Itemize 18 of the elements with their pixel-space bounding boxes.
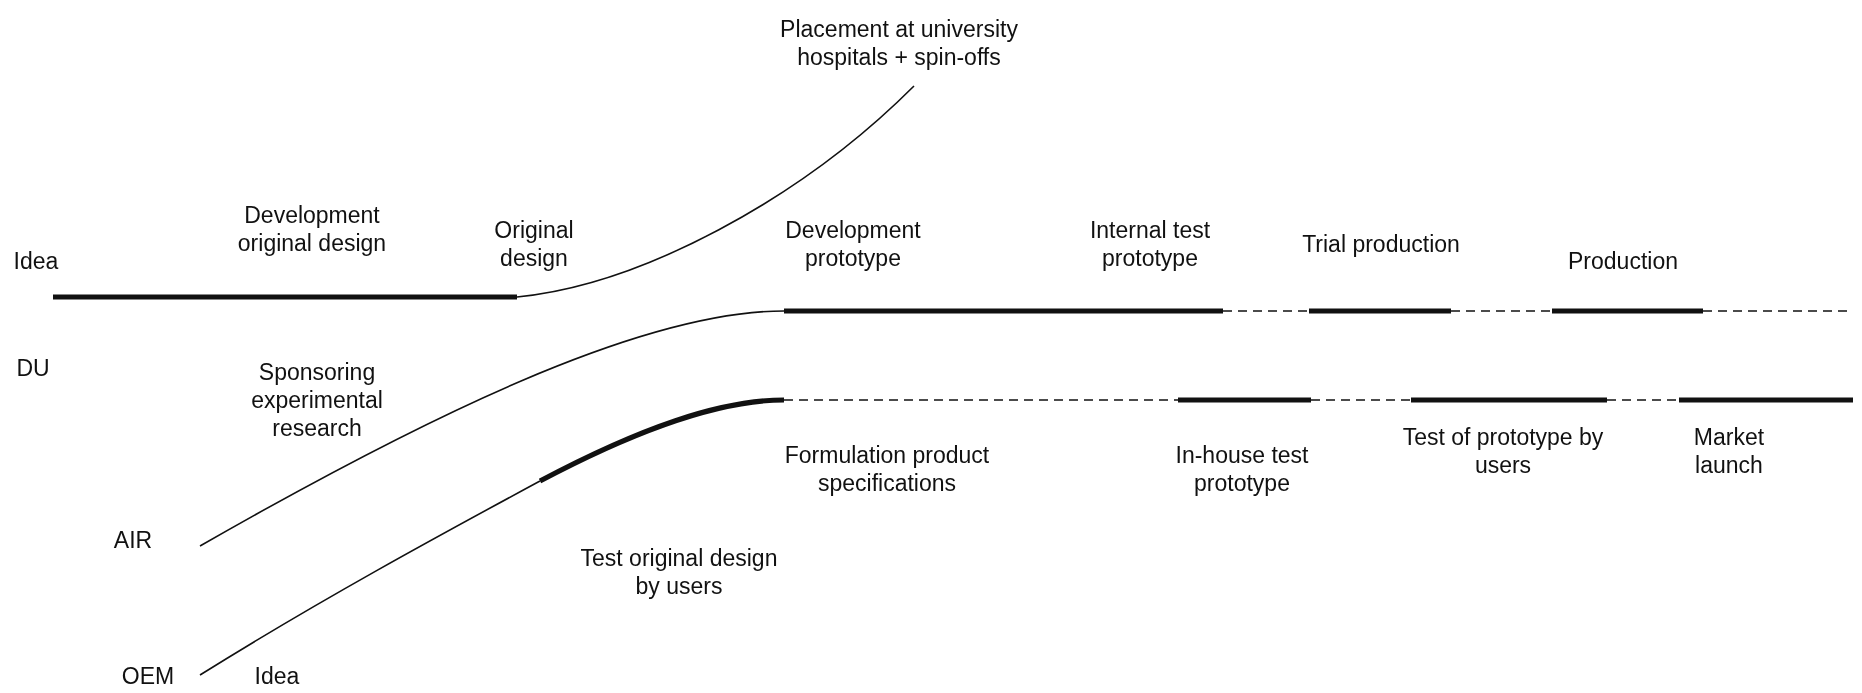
stage-label: Production [1567,247,1679,275]
stage-label: Development original design [236,201,388,257]
stage-label: In-house test prototype [1174,441,1310,497]
stage-label: OEM [120,662,176,690]
stage-label: Placement at university hospitals + spin-offs [779,15,1019,71]
stage-label: Development prototype [784,216,922,272]
stage-label: Idea [12,247,60,275]
stage-label: AIR [112,526,154,554]
stage-label: Sponsoring experimental research [250,358,384,442]
stage-label: Test of prototype by users [1401,423,1605,479]
stage-label: Formulation product specifications [783,441,991,497]
stage-label: Original design [493,216,575,272]
stage-label: Idea [253,662,301,690]
stage-label: Internal test prototype [1088,216,1212,272]
stage-label: Market launch [1692,423,1766,479]
stage-label: Test original design by users [579,544,779,600]
stage-label: DU [15,354,51,382]
stage-label: Trial production [1301,230,1461,258]
